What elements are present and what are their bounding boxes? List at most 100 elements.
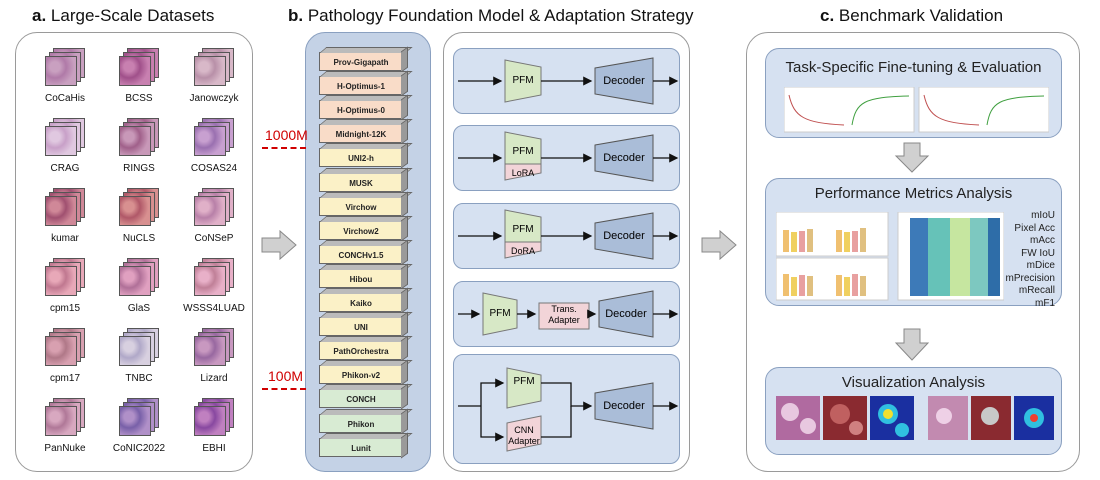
threshold-line-lower: [262, 388, 306, 390]
visualization-title: Visualization Analysis: [841, 374, 986, 391]
arrow-right-icon: [261, 230, 297, 260]
dataset-label: PanNuke: [44, 443, 86, 454]
finetune-box: Task-Specific Fine-tuning & Evaluation: [765, 48, 1062, 138]
dataset-cocahis: CoCaHis: [27, 48, 103, 104]
dataset-thumbnail: [192, 398, 236, 442]
trans-adapter-label: Trans. Adapter: [548, 304, 580, 325]
lora-label: LoRA: [511, 168, 535, 178]
finetune-title: Task-Specific Fine-tuning & Evaluation: [785, 59, 1042, 76]
dataset-lizard: Lizard: [176, 328, 252, 384]
dataset-thumbnail: [192, 328, 236, 372]
model-musk: MUSK: [319, 172, 403, 192]
panel-b-title: b. Pathology Foundation Model & Adaptati…: [288, 6, 694, 25]
dataset-cpm17: cpm17: [27, 328, 103, 384]
metric-item: mRecall: [1018, 285, 1055, 296]
dataset-crag: CRAG: [27, 118, 103, 174]
model-kaiko: Kaiko: [319, 293, 403, 312]
dataset-label: WSSS4LUAD: [183, 303, 245, 314]
dataset-label: CoNSeP: [194, 233, 234, 244]
pfm-label: PFM: [489, 308, 511, 319]
strategy-diagrams: [458, 57, 679, 452]
dataset-wsss4luad: WSSS4LUAD: [176, 258, 252, 314]
pfm-label: PFM: [513, 376, 535, 387]
dataset-thumbnail: [192, 258, 236, 302]
dataset-label: CoNIC2022: [112, 443, 166, 454]
dora-label: DoRA: [510, 246, 535, 256]
dataset-label: CoCaHis: [44, 93, 85, 104]
dataset-thumbnail: [43, 328, 87, 372]
dataset-label: NuCLS: [122, 233, 156, 244]
dataset-label: BCSS: [125, 93, 153, 104]
model-conchv1-5: CONCHv1.5: [319, 244, 403, 264]
dataset-thumbnail: [117, 118, 161, 162]
model-uni2-h: UNI2-h: [319, 148, 403, 168]
arrow-down-icon: [894, 142, 930, 173]
model-phikon-v2: Phikon-v2: [319, 365, 403, 385]
dataset-glas: GlaS: [101, 258, 177, 314]
dataset-label: TNBC: [125, 373, 153, 384]
model-virchow2: Virchow2: [319, 220, 403, 240]
dataset-label: COSAS24: [190, 163, 238, 174]
metrics-charts-image: [776, 212, 1004, 301]
dataset-consep: CoNSeP: [176, 188, 252, 244]
dataset-conic2022: CoNIC2022: [101, 398, 177, 454]
panel-c-title: c. Benchmark Validation: [820, 6, 1004, 25]
dataset-thumbnail: [117, 398, 161, 442]
dataset-thumbnail: [192, 188, 236, 232]
dataset-thumbnail: [117, 48, 161, 92]
model-hibou: Hibou: [319, 268, 403, 288]
decoder-label: Decoder: [603, 152, 645, 164]
model-uni: UNI: [319, 317, 403, 337]
model-pathorchestra: PathOrchestra: [319, 341, 403, 361]
model-h-optimus-0: H-Optimus-0: [319, 100, 403, 120]
visualization-images: [776, 396, 1054, 440]
dataset-label: Lizard: [200, 373, 228, 384]
dataset-thumbnail: [43, 118, 87, 162]
dataset-nucls: NuCLS: [101, 188, 177, 244]
model-h-optimus-1: H-Optimus-1: [319, 76, 403, 96]
dataset-thumbnail: [192, 118, 236, 162]
dataset-thumbnail: [192, 48, 236, 92]
model-conch: CONCH: [319, 389, 403, 409]
dataset-thumbnail: [117, 328, 161, 372]
dataset-ebhi: EBHI: [176, 398, 252, 454]
threshold-line-upper: [262, 147, 306, 149]
arrow-down-icon: [894, 328, 930, 361]
dataset-kumar: kumar: [27, 188, 103, 244]
dataset-rings: RINGS: [101, 118, 177, 174]
dataset-janowczyk: Janowczyk: [176, 48, 252, 104]
dataset-label: RINGS: [123, 163, 155, 174]
dataset-thumbnail: [43, 188, 87, 232]
dataset-thumbnail: [117, 258, 161, 302]
threshold-upper-label: 1000M: [265, 127, 308, 143]
dataset-tnbc: TNBC: [101, 328, 177, 384]
dataset-label: EBHI: [202, 443, 226, 454]
metric-item: mAcc: [1030, 235, 1055, 246]
dataset-cosas24: COSAS24: [176, 118, 252, 174]
dataset-label: kumar: [51, 233, 79, 244]
pfm-label: PFM: [512, 146, 534, 157]
metric-item: Pixel Acc: [1014, 222, 1055, 234]
pfm-label: PFM: [512, 224, 534, 235]
decoder-label: Decoder: [605, 308, 647, 320]
metric-item: mIoU: [1031, 210, 1055, 221]
metric-item: mF1: [1035, 297, 1055, 309]
model-midnight-12k: Midnight-12K: [319, 124, 403, 144]
decoder-label: Decoder: [603, 75, 645, 87]
dataset-label: cpm15: [49, 303, 80, 314]
training-curves-image: [784, 87, 1049, 133]
dataset-label: Janowczyk: [189, 93, 239, 104]
dataset-thumbnail: [43, 48, 87, 92]
dataset-label: GlaS: [127, 303, 151, 314]
cnn-adapter-label: CNN Adapter: [508, 425, 540, 446]
decoder-label: Decoder: [603, 400, 645, 412]
arrow-right-icon: [701, 230, 737, 260]
dataset-thumbnail: [43, 398, 87, 442]
pfm-label: PFM: [512, 75, 534, 86]
visualization-box: Visualization Analysis: [765, 367, 1062, 455]
metric-item: FW IoU: [1021, 247, 1055, 259]
model-virchow: Virchow: [319, 196, 403, 216]
dataset-thumbnail: [43, 258, 87, 302]
